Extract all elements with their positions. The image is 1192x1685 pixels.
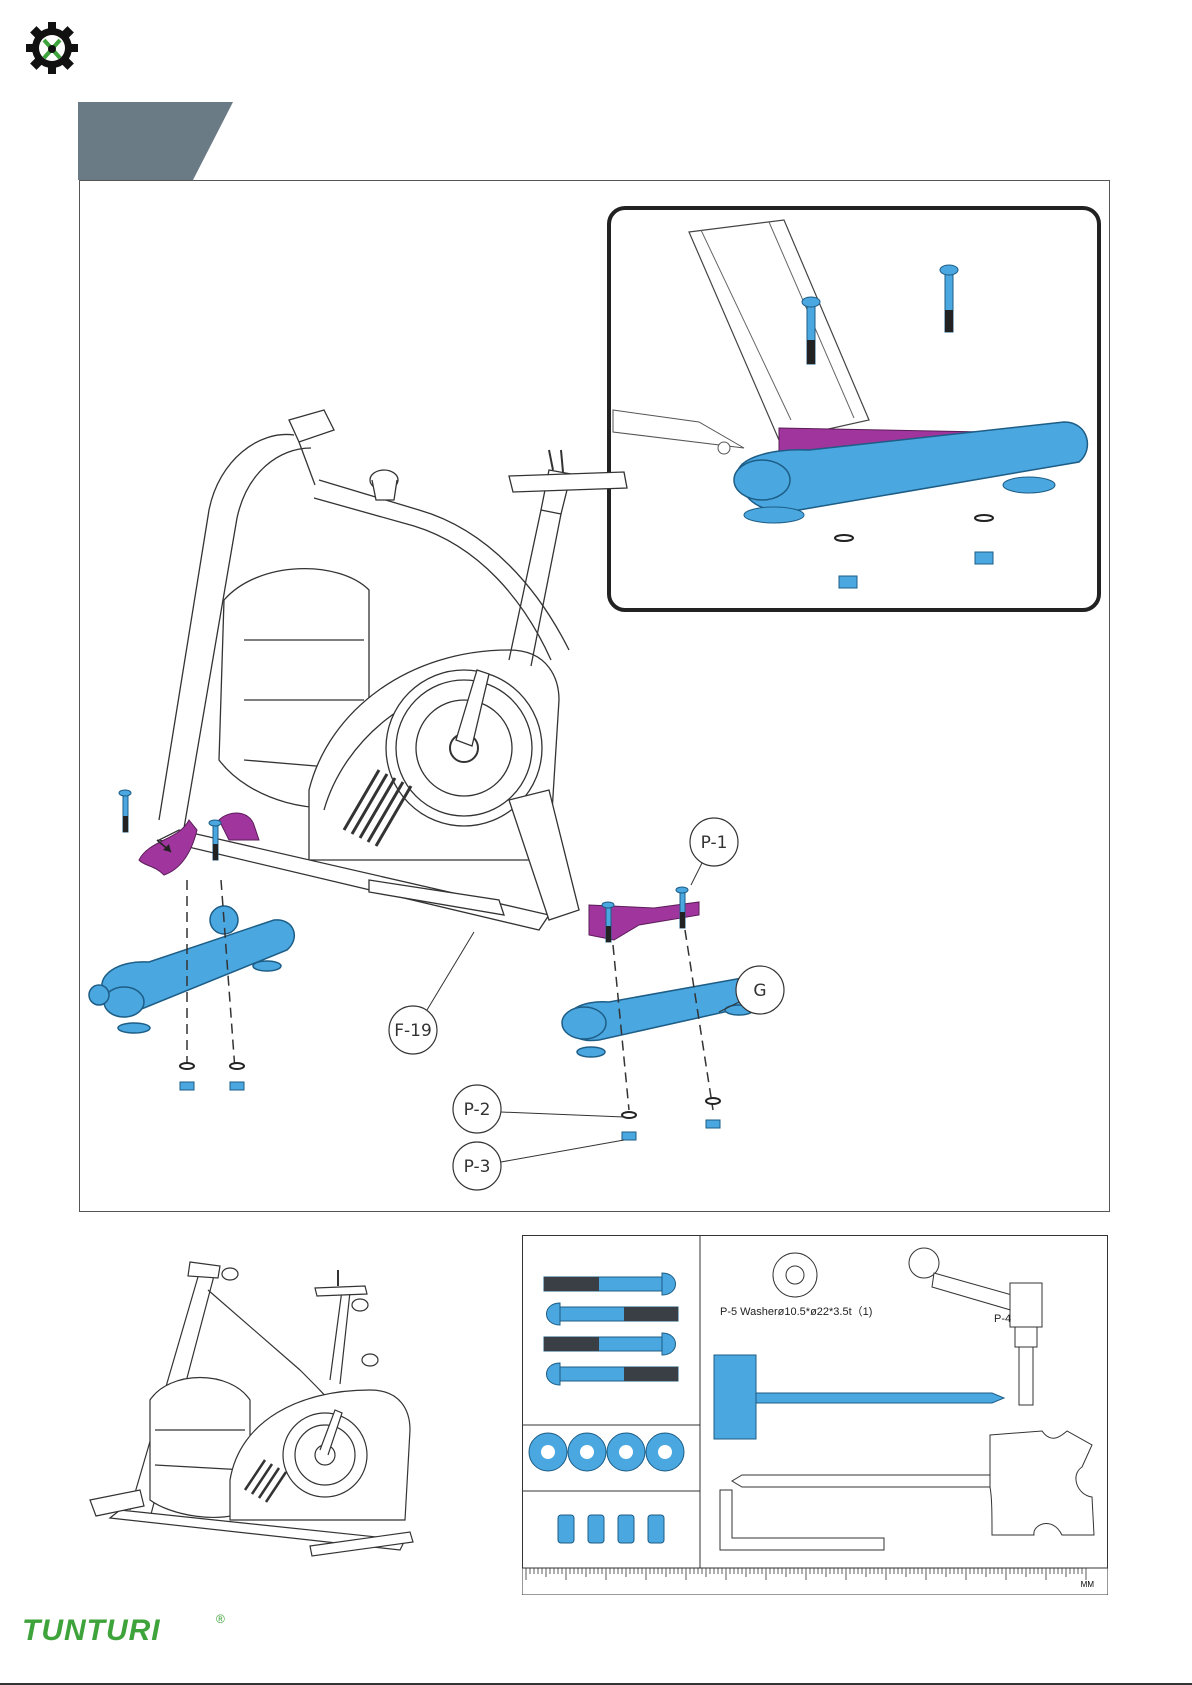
callout-p2: P-2: [464, 1100, 491, 1120]
allen-key: [720, 1490, 884, 1550]
screwdriver: [714, 1355, 1004, 1439]
p4-knob: [909, 1248, 1042, 1405]
parts-list-diagram: MM: [522, 1235, 1108, 1595]
p5-washer-label: P-5 Washerø10.5*ø22*3.5t（1): [720, 1303, 872, 1319]
ruler: [522, 1568, 1108, 1595]
brand-logo: TUNTURI: [22, 1614, 161, 1648]
assembled-bike-thumbnail: [80, 1250, 480, 1580]
ruler-unit: MM: [1081, 1580, 1095, 1589]
assembly-diagram: P-1 G F-19 P-2 P-3: [79, 180, 1110, 1212]
bike-frame: [159, 410, 627, 930]
gear-wrench-icon: [22, 18, 82, 78]
multi-wrench: [732, 1431, 1094, 1535]
callout-g: G: [753, 981, 766, 1001]
detail-inset: [609, 208, 1099, 610]
brand-registered-mark: ®: [216, 1612, 225, 1626]
p4-label: P-4: [994, 1313, 1011, 1325]
callout-p1: P-1: [701, 833, 728, 853]
washers-nuts: [180, 1063, 720, 1140]
rear-foot: [89, 906, 294, 1033]
carriage-bolts: [544, 1273, 678, 1385]
nuts: [558, 1515, 664, 1543]
callout-f19: F-19: [394, 1021, 432, 1041]
callout-p3: P-3: [464, 1157, 491, 1177]
step-tab: [78, 102, 238, 180]
